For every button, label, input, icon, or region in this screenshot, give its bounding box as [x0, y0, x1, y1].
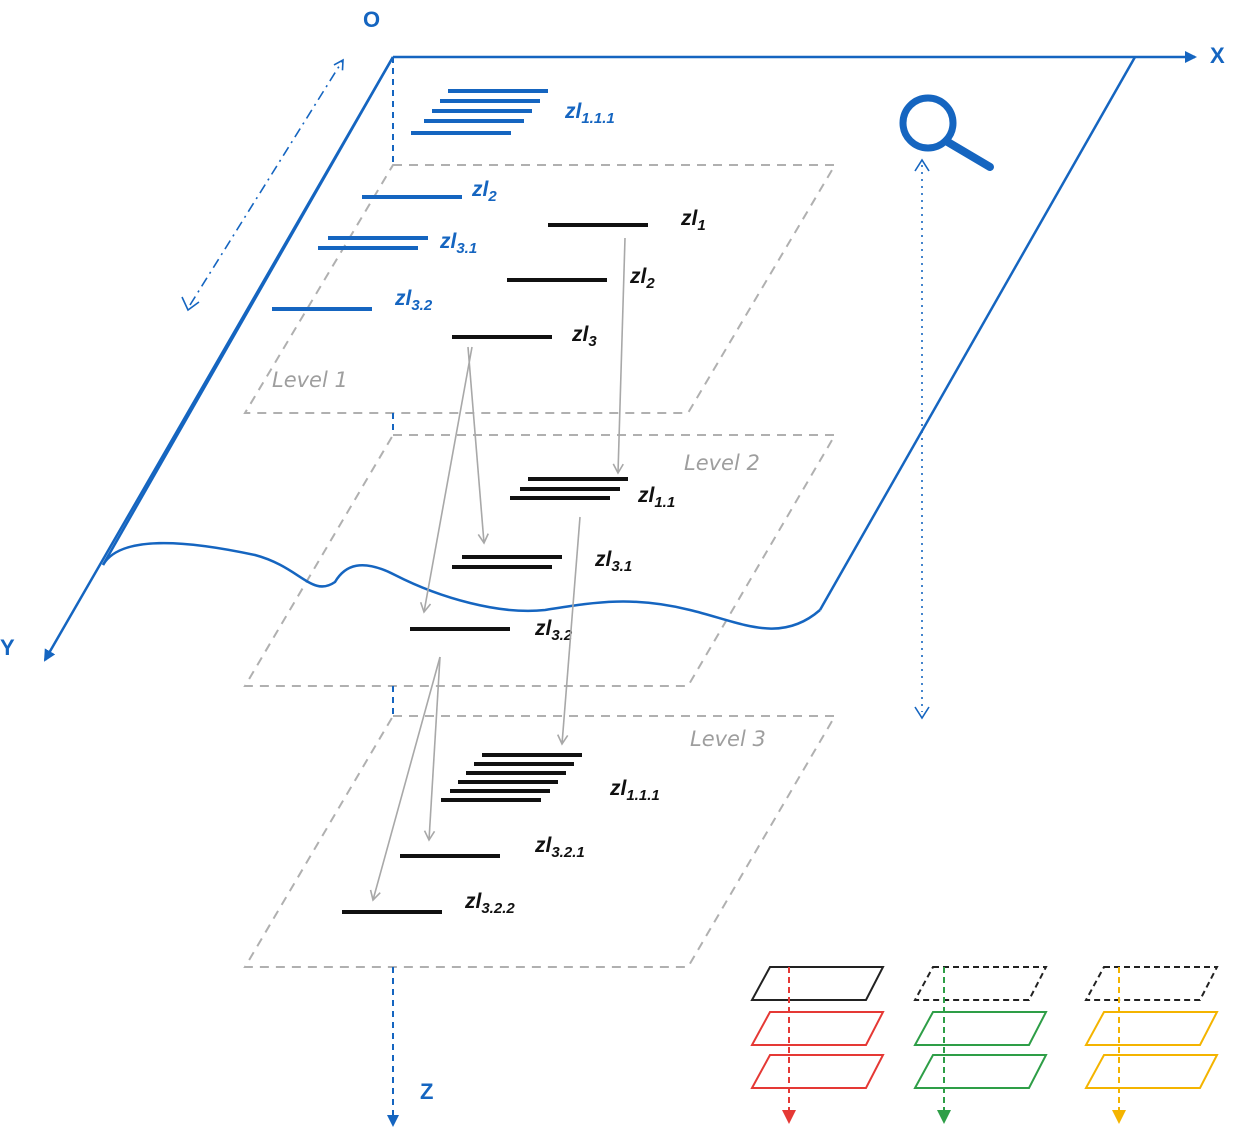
- level3-label-zl-3-2-1: zl3.2.1: [534, 834, 585, 861]
- level-bars: [342, 223, 648, 914]
- level3-label-zl-1-1-1: zl1.1.1: [609, 777, 660, 804]
- level3-label-zl-3-2-2: zl3.2.2: [464, 890, 515, 917]
- level1-label-zl-2: zl2: [629, 265, 655, 292]
- level-2-plane: [243, 434, 837, 687]
- level-3-label: Level 3: [690, 727, 766, 751]
- arrow-zl32-to-zl322: [369, 656, 441, 902]
- level2-label-zl-3-2: zl3.2: [534, 617, 573, 644]
- level-2-label: Level 2: [684, 451, 760, 475]
- surface-wavy-edge: [101, 541, 821, 630]
- level-1-plane: [243, 164, 837, 414]
- surface-right-edge: [818, 56, 1137, 611]
- surface-bars: [272, 89, 548, 311]
- pan-double-arrow: [189, 58, 344, 306]
- y-axis-label: Y: [0, 635, 15, 660]
- surface-label-zl-1-1-1: zl1.1.1: [564, 100, 615, 127]
- surface-label-zl-3-1: zl3.1: [439, 230, 477, 257]
- surface-label-zl-3-2: zl3.2: [394, 287, 433, 314]
- level-3-plane: [243, 715, 837, 968]
- x-axis-label: X: [1210, 43, 1225, 68]
- magnifier-icon: [899, 94, 994, 171]
- origin-label: O: [363, 7, 380, 32]
- z-axis-label: Z: [420, 1079, 433, 1104]
- level2-label-zl-3-1: zl3.1: [594, 548, 632, 575]
- level-1-label: Level 1: [272, 368, 348, 392]
- arrow-zl3-to-zl32: [419, 346, 473, 614]
- arrow-zl3-to-zl31: [467, 346, 489, 545]
- arrow-zl1-to-zl11: [612, 237, 626, 475]
- legend-yellow-stack: [1084, 966, 1219, 1124]
- arrow-zl11-to-zl111: [556, 516, 581, 746]
- level1-label-zl-1: zl1: [680, 207, 706, 234]
- y-axis: [43, 56, 395, 662]
- legend-green-stack: [913, 966, 1048, 1124]
- hierarchy-arrows: [369, 237, 626, 902]
- level2-label-zl-1-1: zl1.1: [637, 484, 675, 511]
- legend-red-stack: [750, 966, 885, 1124]
- level-planes: [243, 164, 837, 968]
- surface-label-zl-2: zl2: [471, 178, 497, 205]
- level1-label-zl-3: zl3: [571, 323, 597, 350]
- arrow-zl32-to-zl321: [423, 656, 441, 842]
